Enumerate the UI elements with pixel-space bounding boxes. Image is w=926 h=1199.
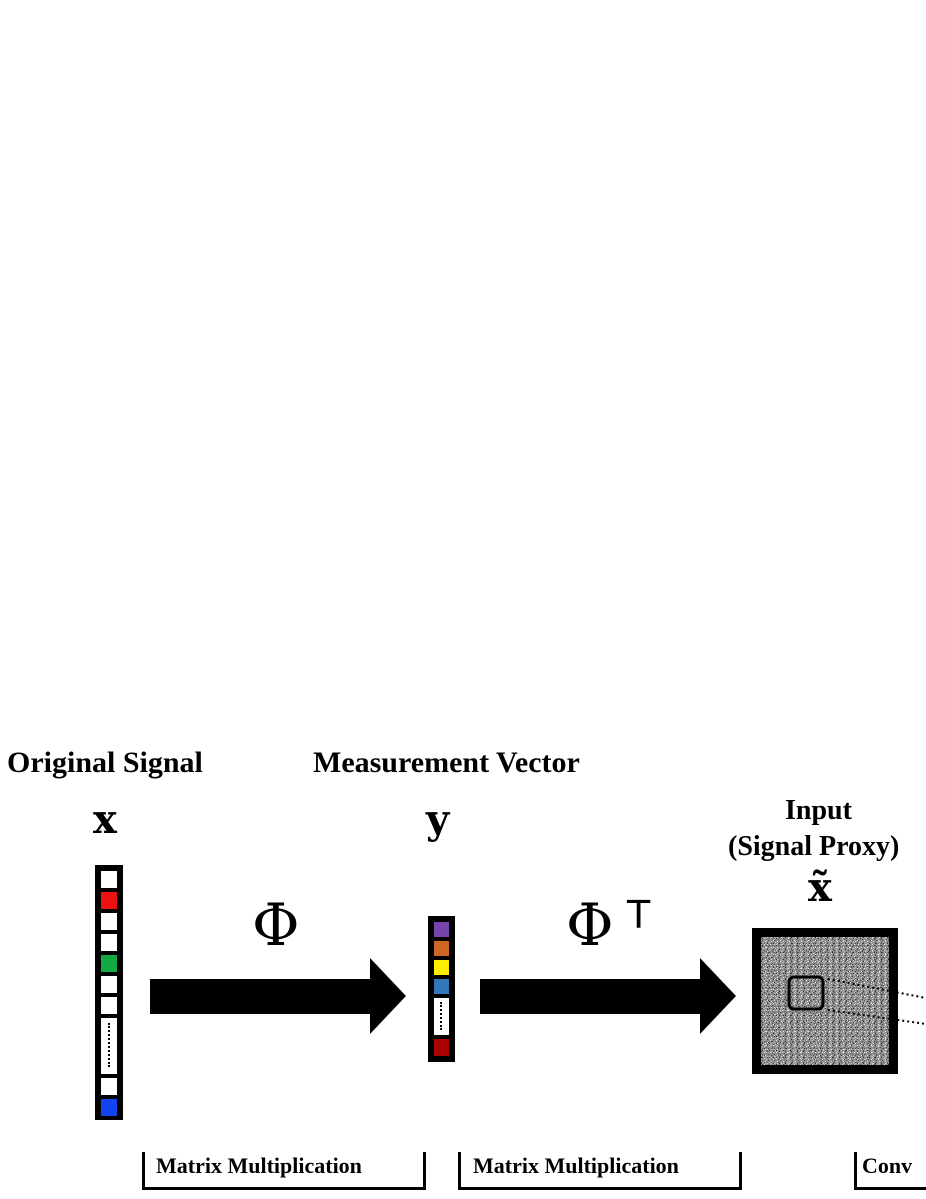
x-cell-9 [101,1078,117,1095]
y-cell-4 [434,979,449,994]
bracket-label-2: Matrix Multiplication [473,1153,679,1178]
x-ellipsis [108,1023,110,1067]
bracket-label-1: Matrix Multiplication [156,1153,362,1178]
x-tilde-symbol: x̃ [808,864,832,911]
receptive-field-box [787,975,825,1011]
projection-lines [827,978,926,1025]
y-cell-3 [434,960,449,975]
bracket-label-3: Conv [862,1153,913,1178]
y-cell-1 [434,922,449,937]
phi-transpose-symbol: Φ [566,891,614,959]
signal-proxy-title: (Signal Proxy) [728,831,900,862]
bracket-matrix-mult-1 [142,1152,426,1190]
x-cell-2 [101,892,117,909]
original-signal-title: Original Signal [7,746,203,779]
y-ellipsis [440,1002,442,1030]
transpose-mark: T [627,893,651,937]
bracket-matrix-mult-2 [458,1152,742,1190]
x-cell-5 [101,955,117,972]
x-cell-4 [101,934,117,951]
input-title: Input [785,795,852,826]
arrow-phi [150,958,406,1034]
x-cell-7 [101,997,117,1014]
original-signal-vector [95,865,123,1120]
signal-proxy-image [752,928,898,1074]
x-cell-10 [101,1099,117,1116]
x-cell-1 [101,871,117,888]
phi-symbol: Φ [252,891,300,959]
x-symbol: x [93,796,117,843]
x-cell-dotted [101,1018,117,1074]
measurement-vector [428,916,455,1062]
x-cell-3 [101,913,117,930]
measurement-vector-title: Measurement Vector [313,746,580,779]
signal-proxy-noise [761,937,889,1065]
y-cell-2 [434,941,449,956]
arrow-phi-transpose [480,958,736,1034]
y-symbol: y [426,796,450,843]
bracket-conv [854,1152,926,1190]
y-cell-dotted [434,998,449,1035]
y-cell-6 [434,1039,449,1056]
x-cell-6 [101,976,117,993]
